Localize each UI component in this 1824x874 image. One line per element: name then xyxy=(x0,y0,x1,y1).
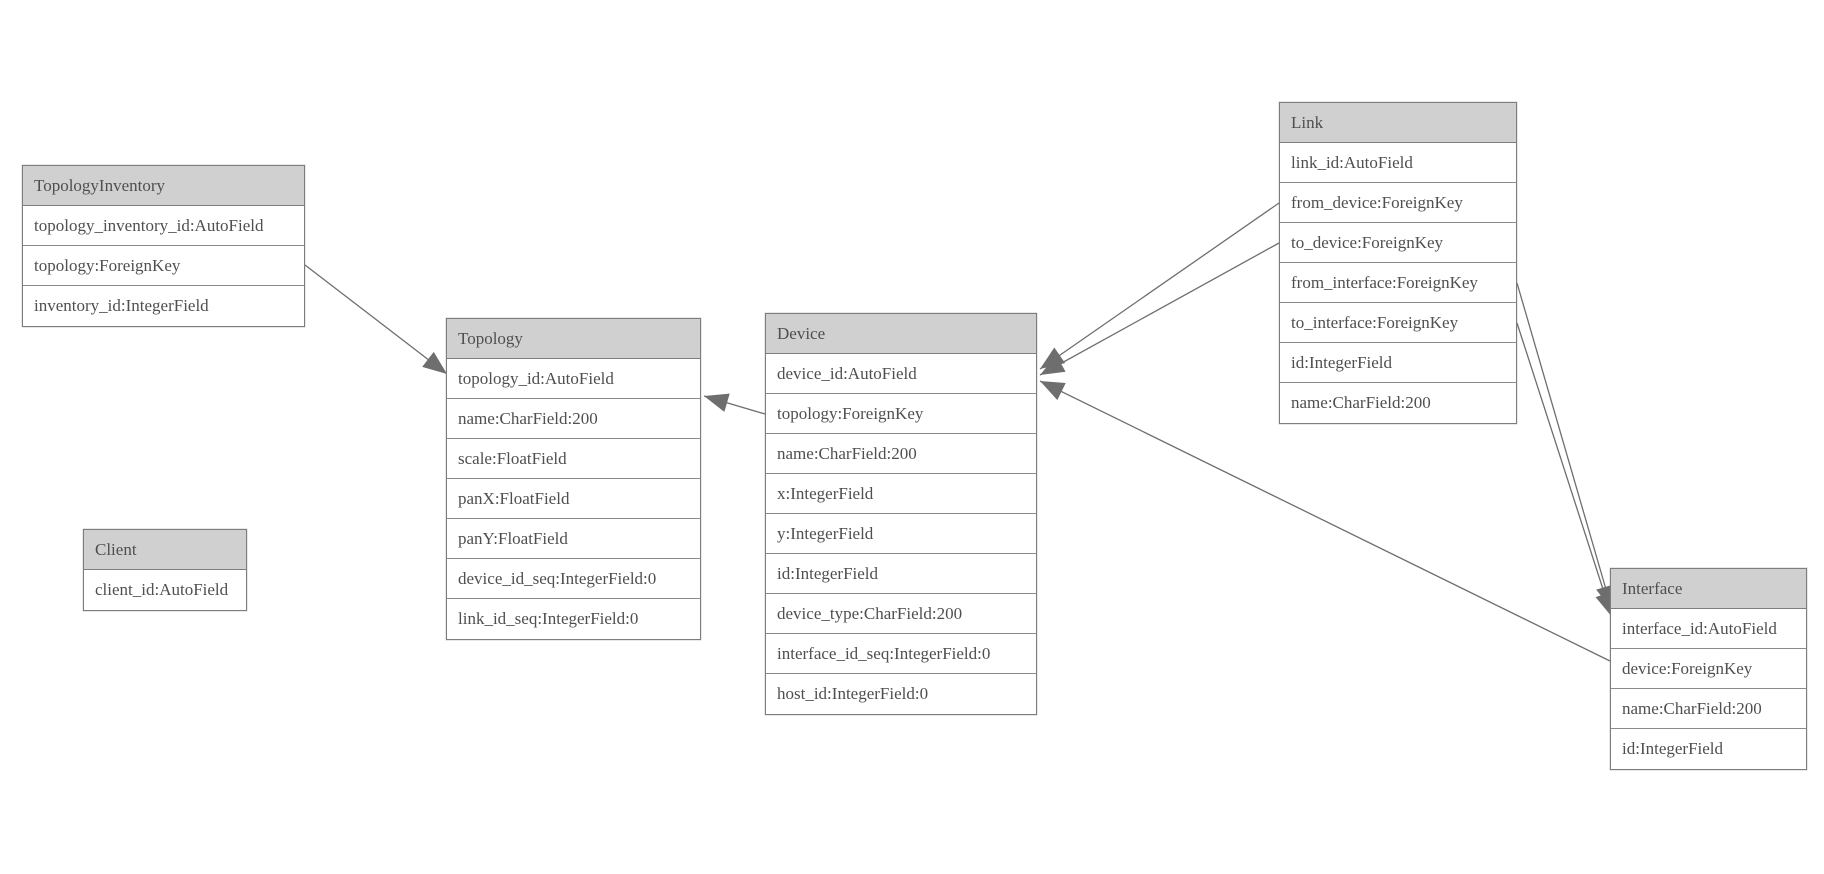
field-link-from-device: from_device:ForeignKey xyxy=(1280,183,1516,223)
field-client-id: client_id:AutoField xyxy=(84,570,246,610)
model-table-topology: Topology topology_id:AutoField name:Char… xyxy=(446,318,701,640)
edge-device-topology xyxy=(703,393,766,415)
field-device-name: name:CharField:200 xyxy=(766,434,1036,474)
model-table-device: Device device_id:AutoField topology:Fore… xyxy=(765,313,1037,715)
edge-link-tointerface-interface xyxy=(1516,322,1614,618)
model-table-interface: Interface interface_id:AutoField device:… xyxy=(1610,568,1807,770)
field-topology-id: topology_id:AutoField xyxy=(447,359,700,399)
field-device-type: device_type:CharField:200 xyxy=(766,594,1036,634)
field-device-interface-id-seq: interface_id_seq:IntegerField:0 xyxy=(766,634,1036,674)
edge-topologyinventory-topology xyxy=(304,264,448,375)
field-device-id: device_id:AutoField xyxy=(766,354,1036,394)
table-title-link: Link xyxy=(1280,103,1516,143)
field-inventory-id: inventory_id:IntegerField xyxy=(23,286,304,326)
field-topology-fk: topology:ForeignKey xyxy=(23,246,304,286)
field-link-name: name:CharField:200 xyxy=(1280,383,1516,423)
field-topology-scale: scale:FloatField xyxy=(447,439,700,479)
edge-link-frominterface-interface xyxy=(1516,282,1615,611)
table-title-interface: Interface xyxy=(1611,569,1806,609)
field-device-y: y:IntegerField xyxy=(766,514,1036,554)
field-device-host-id: host_id:IntegerField:0 xyxy=(766,674,1036,714)
table-title-topology: Topology xyxy=(447,319,700,359)
field-link-to-device: to_device:ForeignKey xyxy=(1280,223,1516,263)
field-link-id-int: id:IntegerField xyxy=(1280,343,1516,383)
table-title-client: Client xyxy=(84,530,246,570)
model-table-client: Client client_id:AutoField xyxy=(83,529,247,611)
field-device-x: x:IntegerField xyxy=(766,474,1036,514)
field-topology-panx: panX:FloatField xyxy=(447,479,700,519)
field-link-to-interface: to_interface:ForeignKey xyxy=(1280,303,1516,343)
field-interface-device-fk: device:ForeignKey xyxy=(1611,649,1806,689)
table-title-topologyinventory: TopologyInventory xyxy=(23,166,304,206)
field-topology-device-id-seq: device_id_seq:IntegerField:0 xyxy=(447,559,700,599)
field-topology-pany: panY:FloatField xyxy=(447,519,700,559)
field-topology-link-id-seq: link_id_seq:IntegerField:0 xyxy=(447,599,700,639)
field-interface-id: interface_id:AutoField xyxy=(1611,609,1806,649)
table-title-device: Device xyxy=(766,314,1036,354)
field-device-id-int: id:IntegerField xyxy=(766,554,1036,594)
field-link-from-interface: from_interface:ForeignKey xyxy=(1280,263,1516,303)
field-device-topology-fk: topology:ForeignKey xyxy=(766,394,1036,434)
edge-link-fromdevice-device xyxy=(1039,202,1280,370)
model-table-topologyinventory: TopologyInventory topology_inventory_id:… xyxy=(22,165,305,327)
field-topology-inventory-id: topology_inventory_id:AutoField xyxy=(23,206,304,246)
field-topology-name: name:CharField:200 xyxy=(447,399,700,439)
field-interface-id-int: id:IntegerField xyxy=(1611,729,1806,769)
field-interface-name: name:CharField:200 xyxy=(1611,689,1806,729)
edge-link-todevice-device xyxy=(1039,242,1280,376)
field-link-id: link_id:AutoField xyxy=(1280,143,1516,183)
model-table-link: Link link_id:AutoField from_device:Forei… xyxy=(1279,102,1517,424)
